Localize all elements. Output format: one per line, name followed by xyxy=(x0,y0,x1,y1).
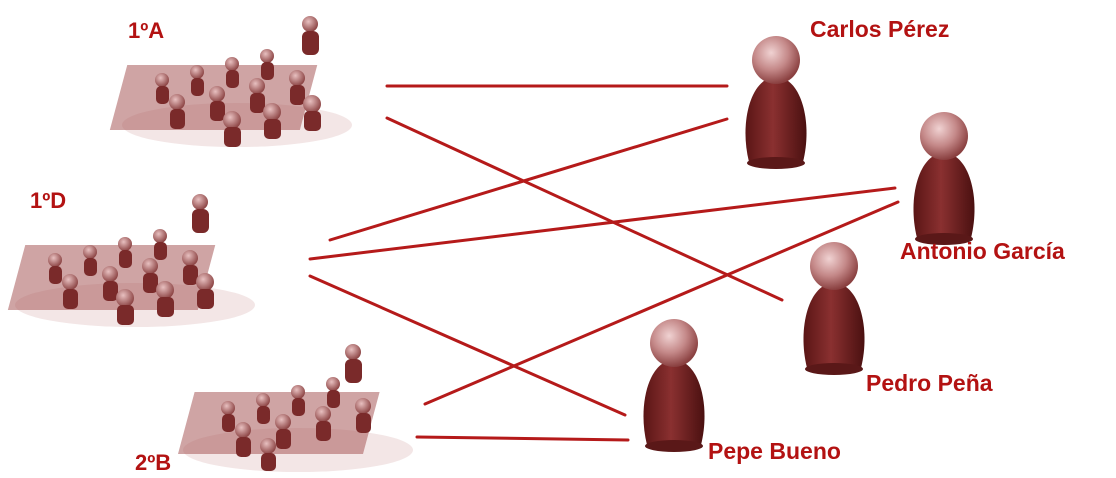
teacher-pedro-icon xyxy=(803,242,864,375)
line-1D-antonio xyxy=(310,188,895,259)
group-label-2B: 2ºB xyxy=(135,452,171,474)
teacher-label-antonio: Antonio García xyxy=(900,240,1065,263)
classroom-1D-icon xyxy=(8,194,255,327)
teacher-label-carlos: Carlos Pérez xyxy=(810,18,949,41)
teacher-antonio-icon xyxy=(913,112,974,245)
teacher-label-pepe: Pepe Bueno xyxy=(708,440,841,463)
teacher-carlos-icon xyxy=(745,36,806,169)
line-2B-pepe xyxy=(417,437,628,440)
line-1D-carlos xyxy=(330,119,727,240)
classroom-2B-icon xyxy=(178,344,413,472)
group-label-1A: 1ºA xyxy=(128,20,164,42)
teacher-label-pedro: Pedro Peña xyxy=(866,372,993,395)
group-label-1D: 1ºD xyxy=(30,190,66,212)
teacher-pepe-icon xyxy=(643,319,704,452)
